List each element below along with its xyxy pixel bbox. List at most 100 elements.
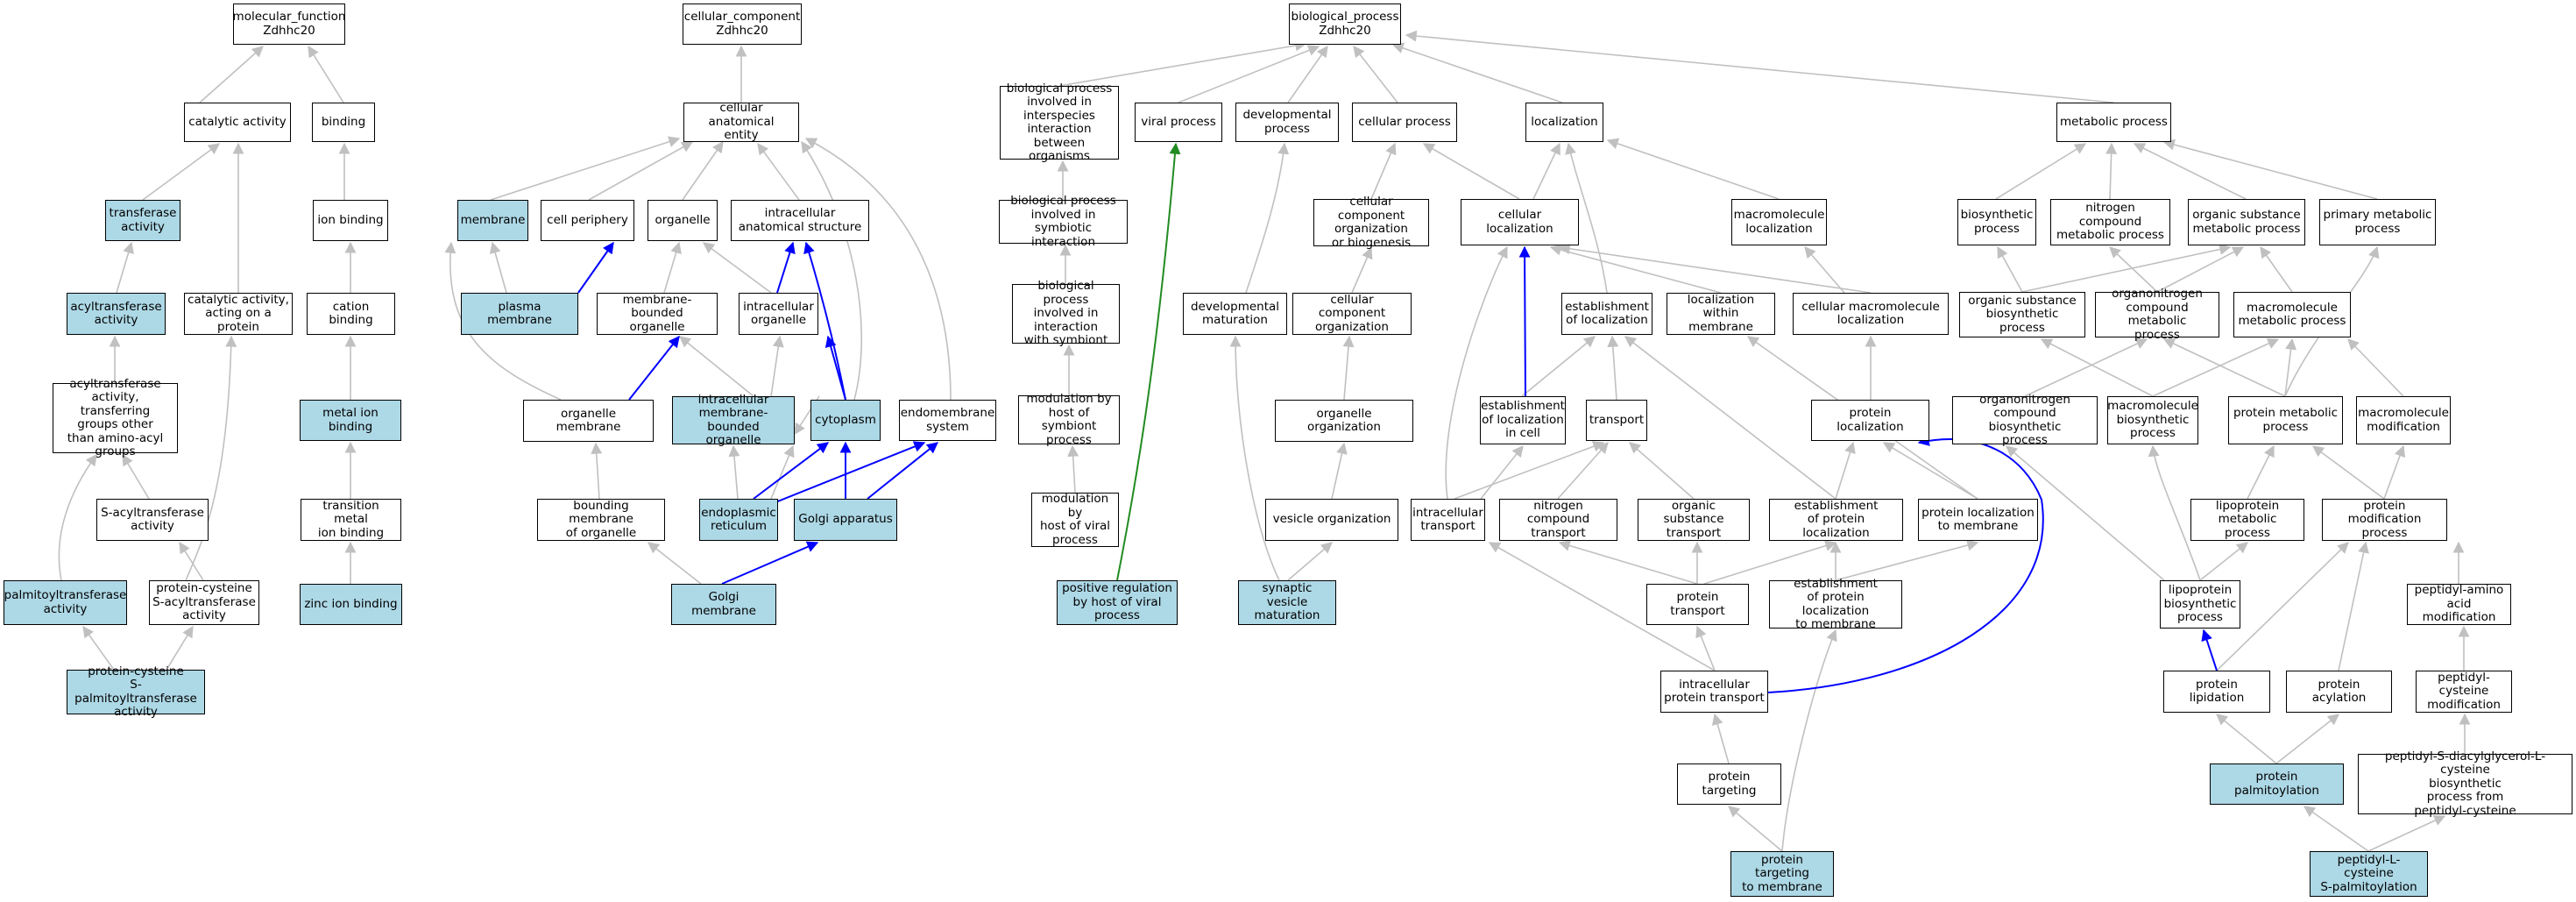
node-bp-interspecies[interactable]: biological process involved in interspec… bbox=[1000, 82, 1119, 163]
node-organic-substance-transport[interactable]: organic substance transport bbox=[1638, 499, 1750, 541]
node-metabolic-process[interactable]: metabolic process bbox=[2056, 103, 2171, 142]
edge-is-a bbox=[142, 143, 221, 201]
node-macromolecule-metabolic[interactable]: macromolecule metabolic process bbox=[2233, 292, 2351, 337]
edge-is-a bbox=[1549, 244, 1722, 294]
node-peptidyl-l-cysteine-palm[interactable]: peptidyl-L-cysteine S-palmitoylation bbox=[2310, 851, 2428, 897]
node-modulation-viral[interactable]: modulation by host of viral process bbox=[1031, 492, 1119, 547]
node-organelle[interactable]: organelle bbox=[648, 200, 718, 241]
node-establishment-protein-loc-membrane[interactable]: establishment of protein localization to… bbox=[1769, 577, 1902, 631]
node-ion-binding[interactable]: ion binding bbox=[313, 200, 388, 241]
node-cc-organization[interactable]: cellular component organization bbox=[1292, 293, 1412, 335]
node-protein-lipidation[interactable]: protein lipidation bbox=[2163, 671, 2270, 713]
node-protein-palmitoylation[interactable]: protein palmitoylation bbox=[2210, 764, 2344, 805]
node-protein-acylation[interactable]: protein acylation bbox=[2286, 671, 2392, 713]
node-catalytic-activity-protein[interactable]: catalytic activity, acting on a protein bbox=[184, 293, 293, 335]
node-protein-localization[interactable]: protein localization bbox=[1811, 400, 1929, 441]
node-transport[interactable]: transport bbox=[1586, 400, 1647, 441]
node-plasma-membrane[interactable]: plasma membrane bbox=[461, 293, 578, 335]
node-protein-transport[interactable]: protein transport bbox=[1646, 584, 1749, 625]
edge-is-a bbox=[1422, 143, 1520, 200]
node-localization-within-membrane[interactable]: localization within membrane bbox=[1667, 293, 1775, 335]
node-biosynthetic-process[interactable]: biosynthetic process bbox=[1957, 199, 2036, 245]
node-establishment-protein-localization[interactable]: establishment of protein localization bbox=[1769, 499, 1903, 541]
node-cell-periphery[interactable]: cell periphery bbox=[541, 200, 634, 241]
node-modulation-symbiont[interactable]: modulation by host of symbiont process bbox=[1018, 392, 1120, 446]
node-bounding-membrane[interactable]: bounding membrane of organelle bbox=[537, 499, 665, 541]
node-organonitrogen-metabolic[interactable]: organonitrogen compound metabolic proces… bbox=[2095, 287, 2219, 341]
node-lipoprotein-biosynthetic[interactable]: lipoprotein biosynthetic process bbox=[2160, 580, 2240, 629]
node-protein-metabolic[interactable]: protein metabolic process bbox=[2228, 396, 2343, 444]
edge-is-a bbox=[2199, 542, 2249, 581]
node-primary-metabolic[interactable]: primary metabolic process bbox=[2319, 199, 2436, 245]
node-palmitoyltransferase[interactable]: palmitoyltransferase activity bbox=[4, 580, 127, 625]
node-acyltransferase-activity[interactable]: acyltransferase activity bbox=[67, 293, 166, 335]
node-transition-metal[interactable]: transition metal ion binding bbox=[301, 499, 401, 541]
node-cellular-anatomical-entity[interactable]: cellular anatomical entity bbox=[683, 102, 799, 142]
node-cc-org-biogenesis[interactable]: cellular component organization or bioge… bbox=[1313, 195, 1429, 249]
node-endomembrane-system[interactable]: endomembrane system bbox=[899, 400, 996, 441]
edge-is-a bbox=[2162, 338, 2286, 397]
edge-is-a bbox=[2311, 445, 2385, 500]
node-protein-cysteine-s-palm[interactable]: protein-cysteine S-palmitoyltransferase … bbox=[67, 664, 205, 719]
edge-is-a bbox=[1781, 629, 1837, 852]
node-cc-root[interactable]: cellular_component Zdhhc20 bbox=[683, 4, 802, 45]
node-lipoprotein-metabolic[interactable]: lipoprotein metabolic process bbox=[2190, 499, 2304, 541]
edge-is-a bbox=[490, 136, 681, 201]
edge-is-a bbox=[1995, 143, 2087, 200]
node-zinc-ion-binding[interactable]: zinc ion binding bbox=[300, 584, 402, 625]
node-membrane-bounded-organelle[interactable]: membrane-bounded organelle bbox=[597, 293, 718, 335]
node-metal-ion-binding[interactable]: metal ion binding bbox=[300, 400, 401, 441]
node-synaptic-vesicle-maturation[interactable]: synaptic vesicle maturation bbox=[1238, 580, 1336, 625]
node-protein-targeting[interactable]: protein targeting bbox=[1677, 764, 1781, 805]
node-organic-substance-metabolic[interactable]: organic substance metabolic process bbox=[2188, 199, 2305, 245]
node-cytoplasm[interactable]: cytoplasm bbox=[810, 400, 881, 441]
node-nitrogen-compound-transport[interactable]: nitrogen compound transport bbox=[1499, 499, 1617, 541]
node-peptidyl-diacylglycerol[interactable]: peptidyl-S-diacylglycerol-L-cysteine bio… bbox=[2358, 749, 2572, 818]
node-protein-modification[interactable]: protein modification process bbox=[2322, 499, 2447, 541]
node-macromolecule-biosynthetic[interactable]: macromolecule biosynthetic process bbox=[2107, 396, 2198, 444]
node-vesicle-organization[interactable]: vesicle organization bbox=[1265, 499, 1398, 541]
node-intracellular-transport[interactable]: intracellular transport bbox=[1411, 499, 1485, 541]
node-peptidyl-amino-acid[interactable]: peptidyl-amino acid modification bbox=[2407, 584, 2511, 625]
node-positive-regulation-viral[interactable]: positive regulation by host of viral pro… bbox=[1057, 580, 1178, 625]
edges-layer bbox=[58, 30, 2471, 852]
node-developmental-maturation[interactable]: developmental maturation bbox=[1183, 293, 1287, 335]
node-bp-root[interactable]: biological_process Zdhhc20 bbox=[1289, 4, 1401, 45]
node-establishment-in-cell[interactable]: establishment of localization in cell bbox=[1480, 396, 1566, 444]
node-macromolecule-localization[interactable]: macromolecule localization bbox=[1731, 199, 1827, 245]
node-mf-root[interactable]: molecular_function Zdhhc20 bbox=[233, 4, 345, 45]
node-cation-binding[interactable]: cation binding bbox=[307, 293, 395, 335]
node-cellular-macromolecule-localization[interactable]: cellular macromolecule localization bbox=[1793, 293, 1949, 335]
node-endoplasmic-reticulum[interactable]: endoplasmic reticulum bbox=[699, 499, 778, 541]
node-bp-with-symbiont[interactable]: biological process involved in interacti… bbox=[1012, 280, 1120, 347]
node-binding[interactable]: binding bbox=[312, 103, 375, 142]
node-s-acyltransferase[interactable]: S-acyltransferase activity bbox=[96, 499, 209, 541]
node-intracellular-mb-organelle[interactable]: intracellular membrane-bounded organelle bbox=[672, 393, 795, 447]
node-protein-cysteine-s-acyl[interactable]: protein-cysteine S-acyltransferase activ… bbox=[149, 580, 259, 625]
node-establishment-localization[interactable]: establishment of localization bbox=[1561, 293, 1652, 335]
node-organonitrogen-biosynthetic[interactable]: organonitrogen compound biosynthetic pro… bbox=[1952, 393, 2098, 447]
node-organelle-membrane[interactable]: organelle membrane bbox=[523, 400, 654, 442]
node-localization[interactable]: localization bbox=[1525, 103, 1603, 142]
node-macromolecule-modification[interactable]: macromolecule modification bbox=[2356, 396, 2451, 444]
node-membrane[interactable]: membrane bbox=[457, 200, 528, 241]
node-catalytic-activity[interactable]: catalytic activity bbox=[184, 103, 291, 142]
node-peptidyl-cysteine-modification[interactable]: peptidyl-cysteine modification bbox=[2416, 671, 2512, 713]
node-golgi-apparatus[interactable]: Golgi apparatus bbox=[794, 499, 897, 541]
node-golgi-membrane[interactable]: Golgi membrane bbox=[671, 584, 776, 625]
node-organelle-organization[interactable]: organelle organization bbox=[1275, 400, 1413, 442]
node-intracellular-anatomical[interactable]: intracellular anatomical structure bbox=[731, 200, 869, 241]
node-cellular-process[interactable]: cellular process bbox=[1352, 103, 1457, 142]
node-organic-substance-biosynthetic[interactable]: organic substance biosynthetic process bbox=[1959, 292, 2085, 337]
node-intracellular-organelle[interactable]: intracellular organelle bbox=[739, 293, 818, 335]
node-protein-targeting-membrane[interactable]: protein targeting to membrane bbox=[1730, 851, 1834, 897]
node-protein-localization-membrane[interactable]: protein localization to membrane bbox=[1918, 499, 2038, 541]
node-bp-symbiotic[interactable]: biological process involved in symbiotic… bbox=[999, 194, 1128, 248]
node-cellular-localization[interactable]: cellular localization bbox=[1461, 199, 1579, 245]
node-viral-process[interactable]: viral process bbox=[1135, 103, 1222, 142]
node-developmental-process[interactable]: developmental process bbox=[1235, 103, 1339, 142]
node-nitrogen-compound-metabolic[interactable]: nitrogen compound metabolic process bbox=[2050, 199, 2170, 245]
node-acyltransferase-other[interactable]: acyltransferase activity, transferring g… bbox=[53, 377, 178, 458]
node-transferase-activity[interactable]: transferase activity bbox=[105, 200, 180, 241]
node-intracellular-protein-transport[interactable]: intracellular protein transport bbox=[1660, 671, 1768, 713]
